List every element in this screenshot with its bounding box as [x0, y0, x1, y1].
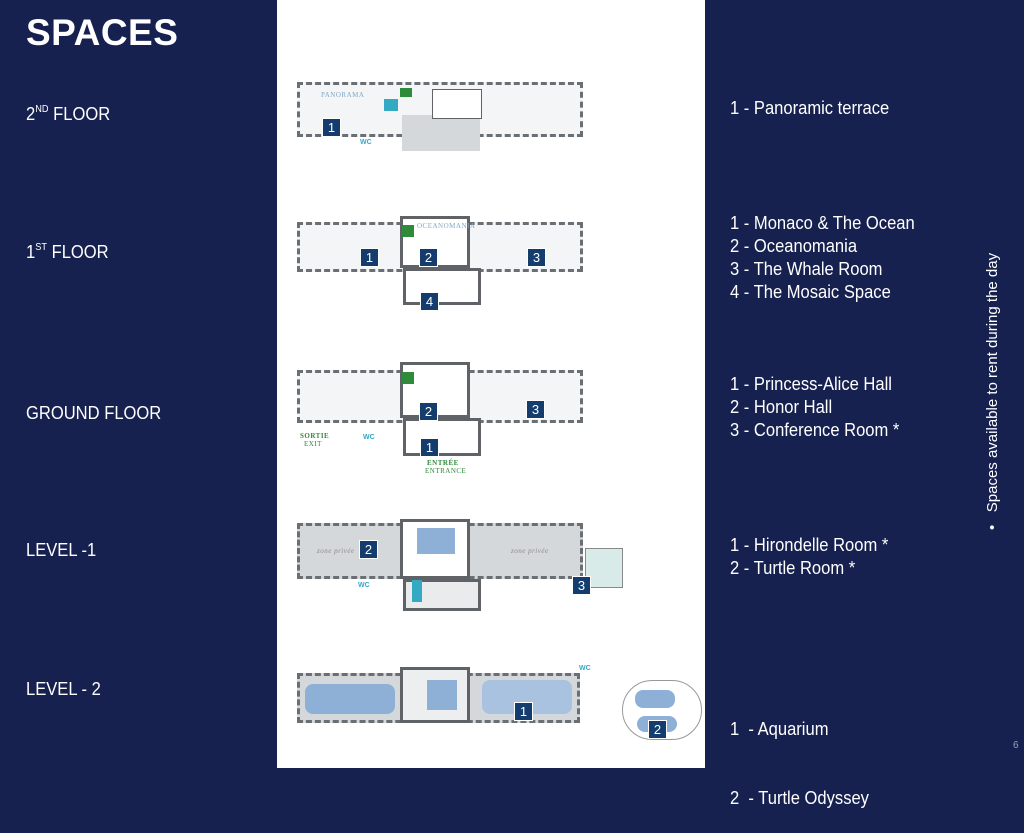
- space-list-ground: 1 - Princess-Alice Hall 2 - Honor Hall 3…: [730, 373, 899, 442]
- page-title: SPACES: [26, 12, 179, 53]
- floor-label-1st: 1ST FLOOR: [26, 242, 109, 262]
- map-label-entrance-en: ENTRANCE: [425, 467, 467, 475]
- map-label-wc: WC: [363, 434, 375, 441]
- space-item: 1 - Princess-Alice Hall: [730, 374, 892, 394]
- side-note: • Spaces available to rent during the da…: [984, 252, 1001, 530]
- space-item: 1 - Aquarium: [730, 719, 829, 739]
- page-number: 6: [1013, 740, 1019, 751]
- map-label: OCEANOMANIA: [417, 222, 476, 230]
- space-badge[interactable]: 1: [322, 118, 341, 137]
- map-label-exit-en: EXIT: [304, 440, 322, 448]
- space-item: 3 - The Whale Room: [730, 259, 883, 279]
- space-badge[interactable]: 2: [359, 540, 378, 559]
- space-badge[interactable]: 2: [648, 720, 667, 739]
- space-badge[interactable]: 1: [420, 438, 439, 457]
- space-item: 1 - Monaco & The Ocean: [730, 213, 915, 233]
- space-item: 3 - Conference Room *: [730, 420, 900, 440]
- floor-label-2nd: 2ND FLOOR: [26, 104, 111, 124]
- space-badge[interactable]: 1: [514, 702, 533, 721]
- floor-label-level-2: LEVEL - 2: [26, 679, 101, 699]
- map-label-wc: WC: [358, 582, 370, 589]
- space-item: 1 - Hirondelle Room *: [730, 535, 889, 555]
- floor-plans-panel: PANORAMA WC 1 OCEANOMANIA 1 2 3 4 SORTIE…: [277, 0, 705, 768]
- space-list-2nd: 1 - Panoramic terrace: [730, 97, 889, 120]
- space-item: 2 - Turtle Odyssey: [730, 788, 869, 808]
- space-item: 1 - Panoramic terrace: [730, 98, 890, 118]
- space-item: 2 - Oceanomania: [730, 236, 858, 256]
- map-label-wc: WC: [360, 139, 372, 146]
- map-label-private: zone privée: [317, 547, 355, 555]
- bullet-icon: •: [984, 512, 1001, 530]
- space-item: 4 - The Mosaic Space: [730, 282, 891, 302]
- floor-label-level-1: LEVEL -1: [26, 540, 97, 560]
- map-label-exit: SORTIE: [300, 432, 330, 440]
- space-badge[interactable]: 3: [527, 248, 546, 267]
- space-item: 2 - Honor Hall: [730, 397, 833, 417]
- space-item: 2 - Turtle Room *: [730, 558, 856, 578]
- map-label-private: zone privée: [511, 547, 549, 555]
- space-badge[interactable]: 3: [526, 400, 545, 419]
- space-badge[interactable]: 4: [420, 292, 439, 311]
- space-list-level-1: 1 - Hirondelle Room * 2 - Turtle Room *: [730, 534, 888, 580]
- map-label-entrance: ENTRÉE: [427, 459, 459, 467]
- floor-label-ground: GROUND FLOOR: [26, 403, 162, 423]
- map-label-wc: WC: [579, 665, 591, 672]
- space-badge[interactable]: 2: [419, 248, 438, 267]
- space-badge[interactable]: 3: [572, 576, 591, 595]
- space-badge[interactable]: 2: [419, 402, 438, 421]
- map-label: PANORAMA: [321, 91, 365, 99]
- space-badge[interactable]: 1: [360, 248, 379, 267]
- space-list-1st: 1 - Monaco & The Ocean 2 - Oceanomania 3…: [730, 212, 915, 304]
- space-list-level-2: 1 - Aquarium 2 - Turtle Odyssey: [730, 672, 869, 833]
